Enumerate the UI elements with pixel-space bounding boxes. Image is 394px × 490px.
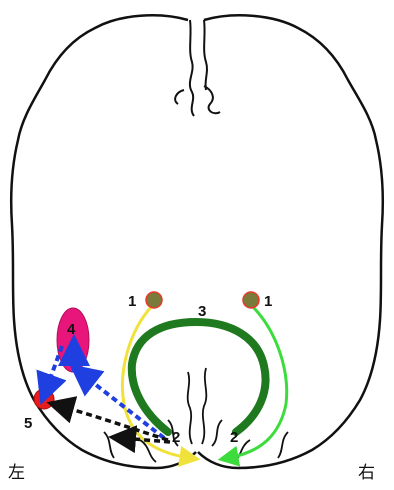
occipital-fissure-2: [202, 368, 206, 444]
node-one-right: [243, 292, 259, 308]
label-one-right: 1: [264, 293, 272, 310]
node-four: [57, 308, 89, 372]
longitudinal-fissure-top: [190, 20, 194, 116]
label-four: 4: [67, 321, 76, 338]
node-one-left: [146, 292, 162, 308]
node-five: [34, 389, 54, 409]
occipital-fissure-7: [104, 432, 114, 458]
label-two-left: 2: [172, 429, 180, 446]
side-label-right: 右: [358, 463, 375, 483]
label-one-left: 1: [128, 293, 136, 310]
fissure-top-right: [204, 20, 207, 90]
label-three: 3: [198, 303, 206, 320]
side-label-left: 左: [8, 463, 25, 483]
right-hemisphere-outline: [198, 15, 383, 468]
label-five: 5: [24, 415, 32, 432]
label-two-right: 2: [230, 429, 238, 446]
occipital-fissure-8: [278, 432, 288, 458]
fissure-curl-left: [175, 90, 184, 104]
occipital-fissure-1: [188, 372, 192, 444]
fissure-curl-right: [204, 86, 220, 113]
occipital-fissure-4: [212, 420, 222, 446]
green-arc-path-3: [132, 322, 266, 432]
